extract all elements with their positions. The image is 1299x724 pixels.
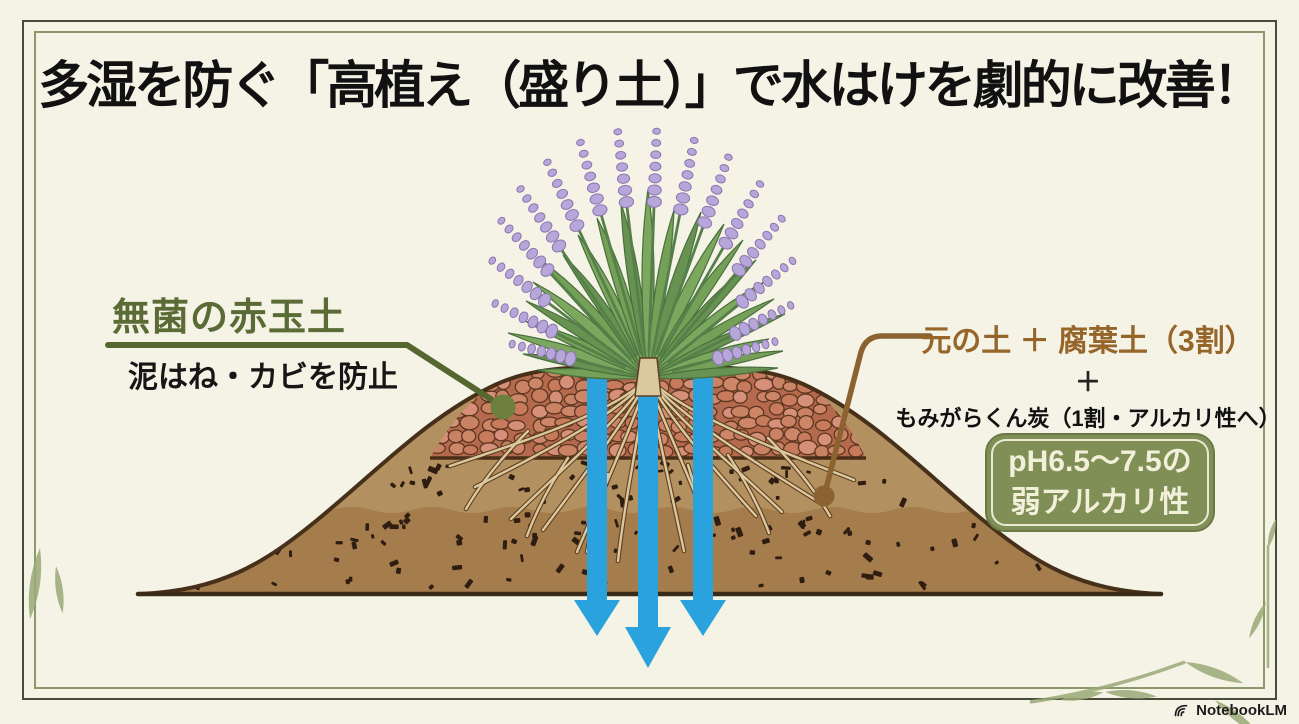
label-akadama-sub: 泥はね・カビを防止 (128, 361, 398, 394)
ph-callout-box: pH6.5〜7.5の 弱アルカリ性 (985, 433, 1215, 532)
notebooklm-logo-icon (1174, 704, 1188, 717)
footer-brand: NotebookLM (1173, 701, 1287, 719)
lavender-roots (447, 374, 857, 581)
label-soil-mix-line2: もみがらくん炭（1割・アルカリ性へ） (895, 406, 1281, 431)
ph-description: 弱アルカリ性 (1010, 485, 1190, 519)
brand-name: NotebookLM (1196, 701, 1287, 719)
page-title: 多湿を防ぐ「高植え（盛り土）」で水はけを劇的に改善！ (38, 57, 1264, 114)
lavender-plant (488, 127, 797, 397)
label-akadama-heading: 無菌の赤玉土 (112, 297, 347, 339)
akadama-layer (430, 366, 866, 458)
label-soil-mix: 元の土 ＋ 腐葉土（3割） ＋ もみがらくん炭（1割・アルカリ性へ） (890, 316, 1286, 433)
decorative-leaves (28, 519, 1276, 724)
label-soil-mix-plus: ＋ (1074, 367, 1101, 397)
ph-value: pH6.5〜7.5の (1008, 445, 1192, 478)
label-soil-mix-line1: 元の土 ＋ 腐葉土（3割） (921, 325, 1255, 358)
water-flow-arrows (574, 372, 726, 668)
ph-callout-inner: pH6.5〜7.5の 弱アルカリ性 (991, 439, 1209, 526)
